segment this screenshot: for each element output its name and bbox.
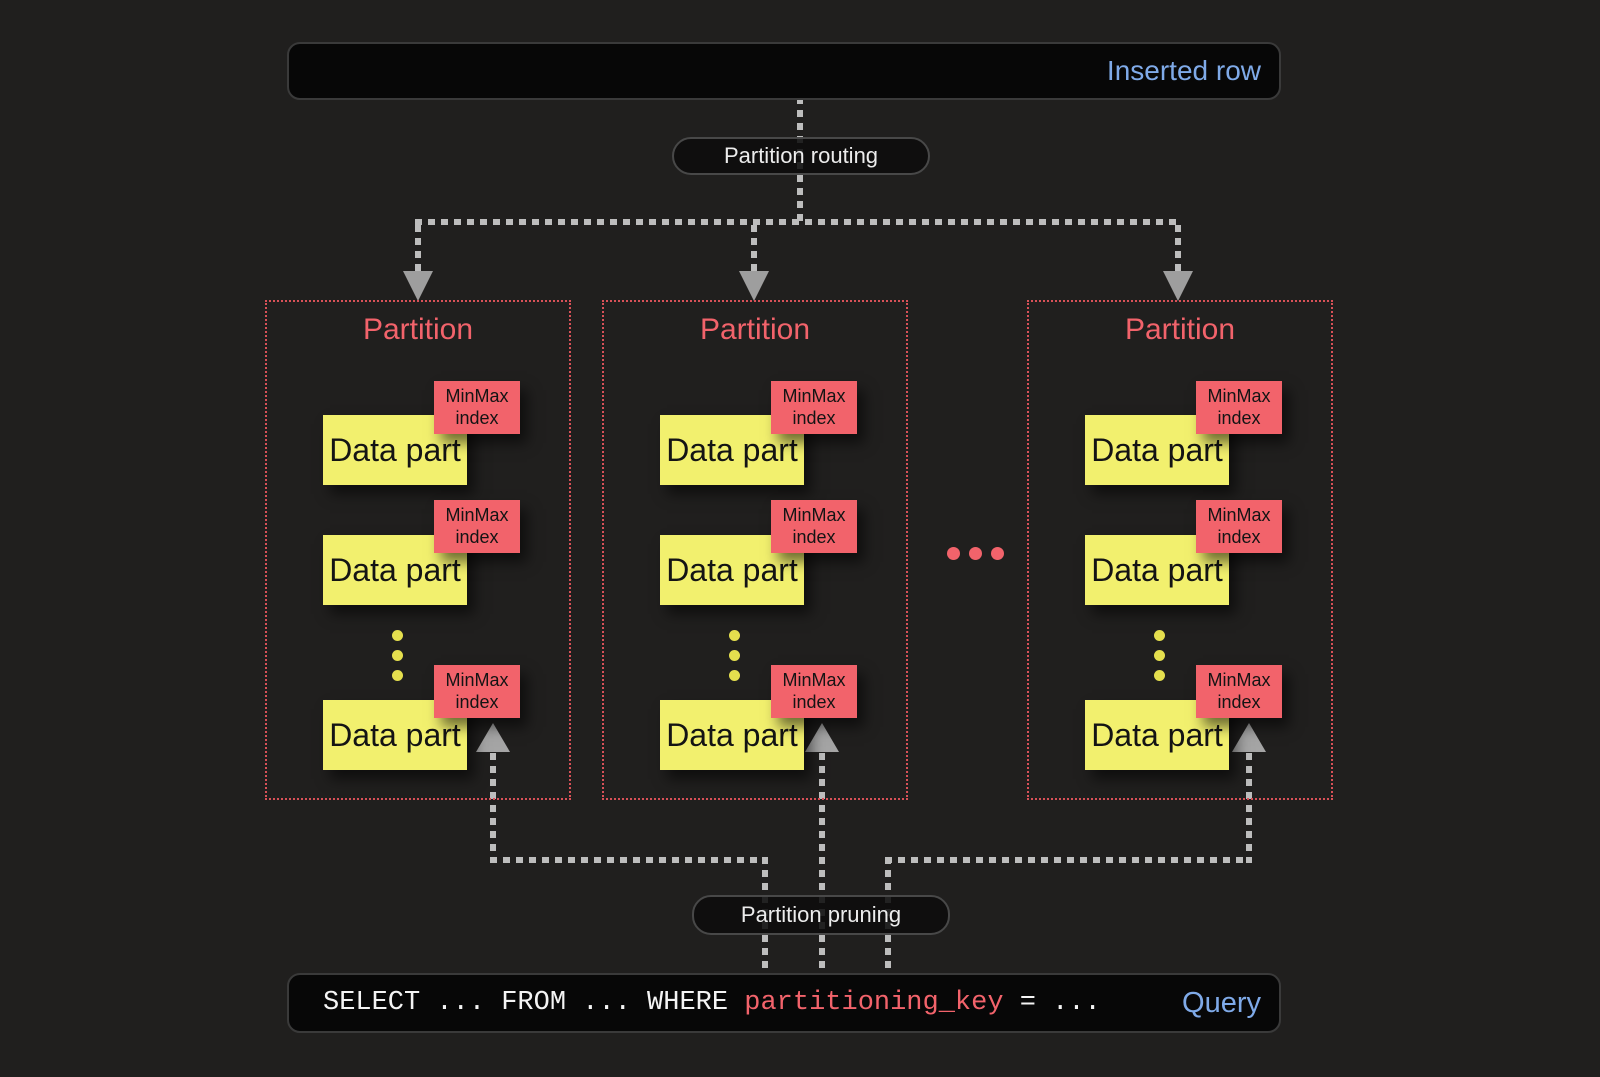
query-sql: SELECT ... FROM ... WHERE partitioning_k… [323,988,1101,1018]
partition-title: Partition [362,313,474,346]
partition-box-2: Partition MinMax index Data part MinMax … [602,300,908,800]
query-box: SELECT ... FROM ... WHERE partitioning_k… [287,973,1281,1033]
routing-branch-line [415,219,1181,225]
more-parts-dot [392,670,403,681]
pruning-line-partition-2 [819,753,825,973]
down-arrowhead-partition-1 [403,271,433,301]
data-part-box: Data part [1085,535,1229,605]
minmax-index-tag: MinMax index [434,500,520,553]
up-arrowhead-partition-2 [805,723,839,752]
partitioning-key-token: partitioning_key [744,988,1004,1018]
sql-select-clause: SELECT ... FROM ... WHERE [323,988,745,1018]
data-part-box: Data part [323,700,467,770]
up-arrowhead-partition-3 [1232,723,1266,752]
minmax-index-tag: MinMax index [771,500,857,553]
down-arrowhead-partition-2 [739,271,769,301]
partition-routing-label: Partition routing [672,137,930,175]
ellipsis-dot [947,547,960,560]
partition-pruning-label-text: Partition pruning [740,902,902,927]
pruning-branch-right [885,857,1252,863]
more-parts-dot [392,650,403,661]
partition-box-3: Partition MinMax index Data part MinMax … [1027,300,1333,800]
more-parts-dot [1154,650,1165,661]
data-part-box: Data part [660,415,804,485]
down-arrowhead-partition-3 [1163,271,1193,301]
pruning-line-partition-1 [490,753,496,863]
up-arrowhead-partition-1 [476,723,510,752]
partition-pruning-label: Partition pruning [692,895,950,935]
inserted-row-label: Inserted row [1106,55,1261,86]
more-parts-dot [1154,630,1165,641]
pruning-branch-left [490,857,768,863]
more-parts-dot [1154,670,1165,681]
sql-equals-clause: = ... [1003,988,1101,1018]
routing-stub-partition-1 [415,225,421,273]
query-label: Query [1182,986,1261,1019]
minmax-index-tag: MinMax index [1196,665,1282,718]
pruning-line-partition-3 [1246,753,1252,863]
partition-box-1: Partition MinMax index Data part MinMax … [265,300,571,800]
minmax-index-tag: MinMax index [771,381,857,434]
minmax-index-tag: MinMax index [434,381,520,434]
ellipsis-dot [991,547,1004,560]
partition-title: Partition [699,313,811,346]
minmax-index-tag: MinMax index [1196,500,1282,553]
partition-routing-label-text: Partition routing [723,143,879,168]
minmax-index-tag: MinMax index [434,665,520,718]
minmax-index-tag: MinMax index [1196,381,1282,434]
partition-title: Partition [1124,313,1236,346]
more-parts-dot [729,670,740,681]
more-parts-dot [392,630,403,641]
minmax-index-tag: MinMax index [771,665,857,718]
more-parts-dot [729,650,740,661]
inserted-row-box: Inserted row [287,42,1281,100]
routing-stub-partition-2 [751,225,757,273]
more-parts-dot [729,630,740,641]
routing-stub-partition-3 [1175,225,1181,273]
ellipsis-dot [969,547,982,560]
